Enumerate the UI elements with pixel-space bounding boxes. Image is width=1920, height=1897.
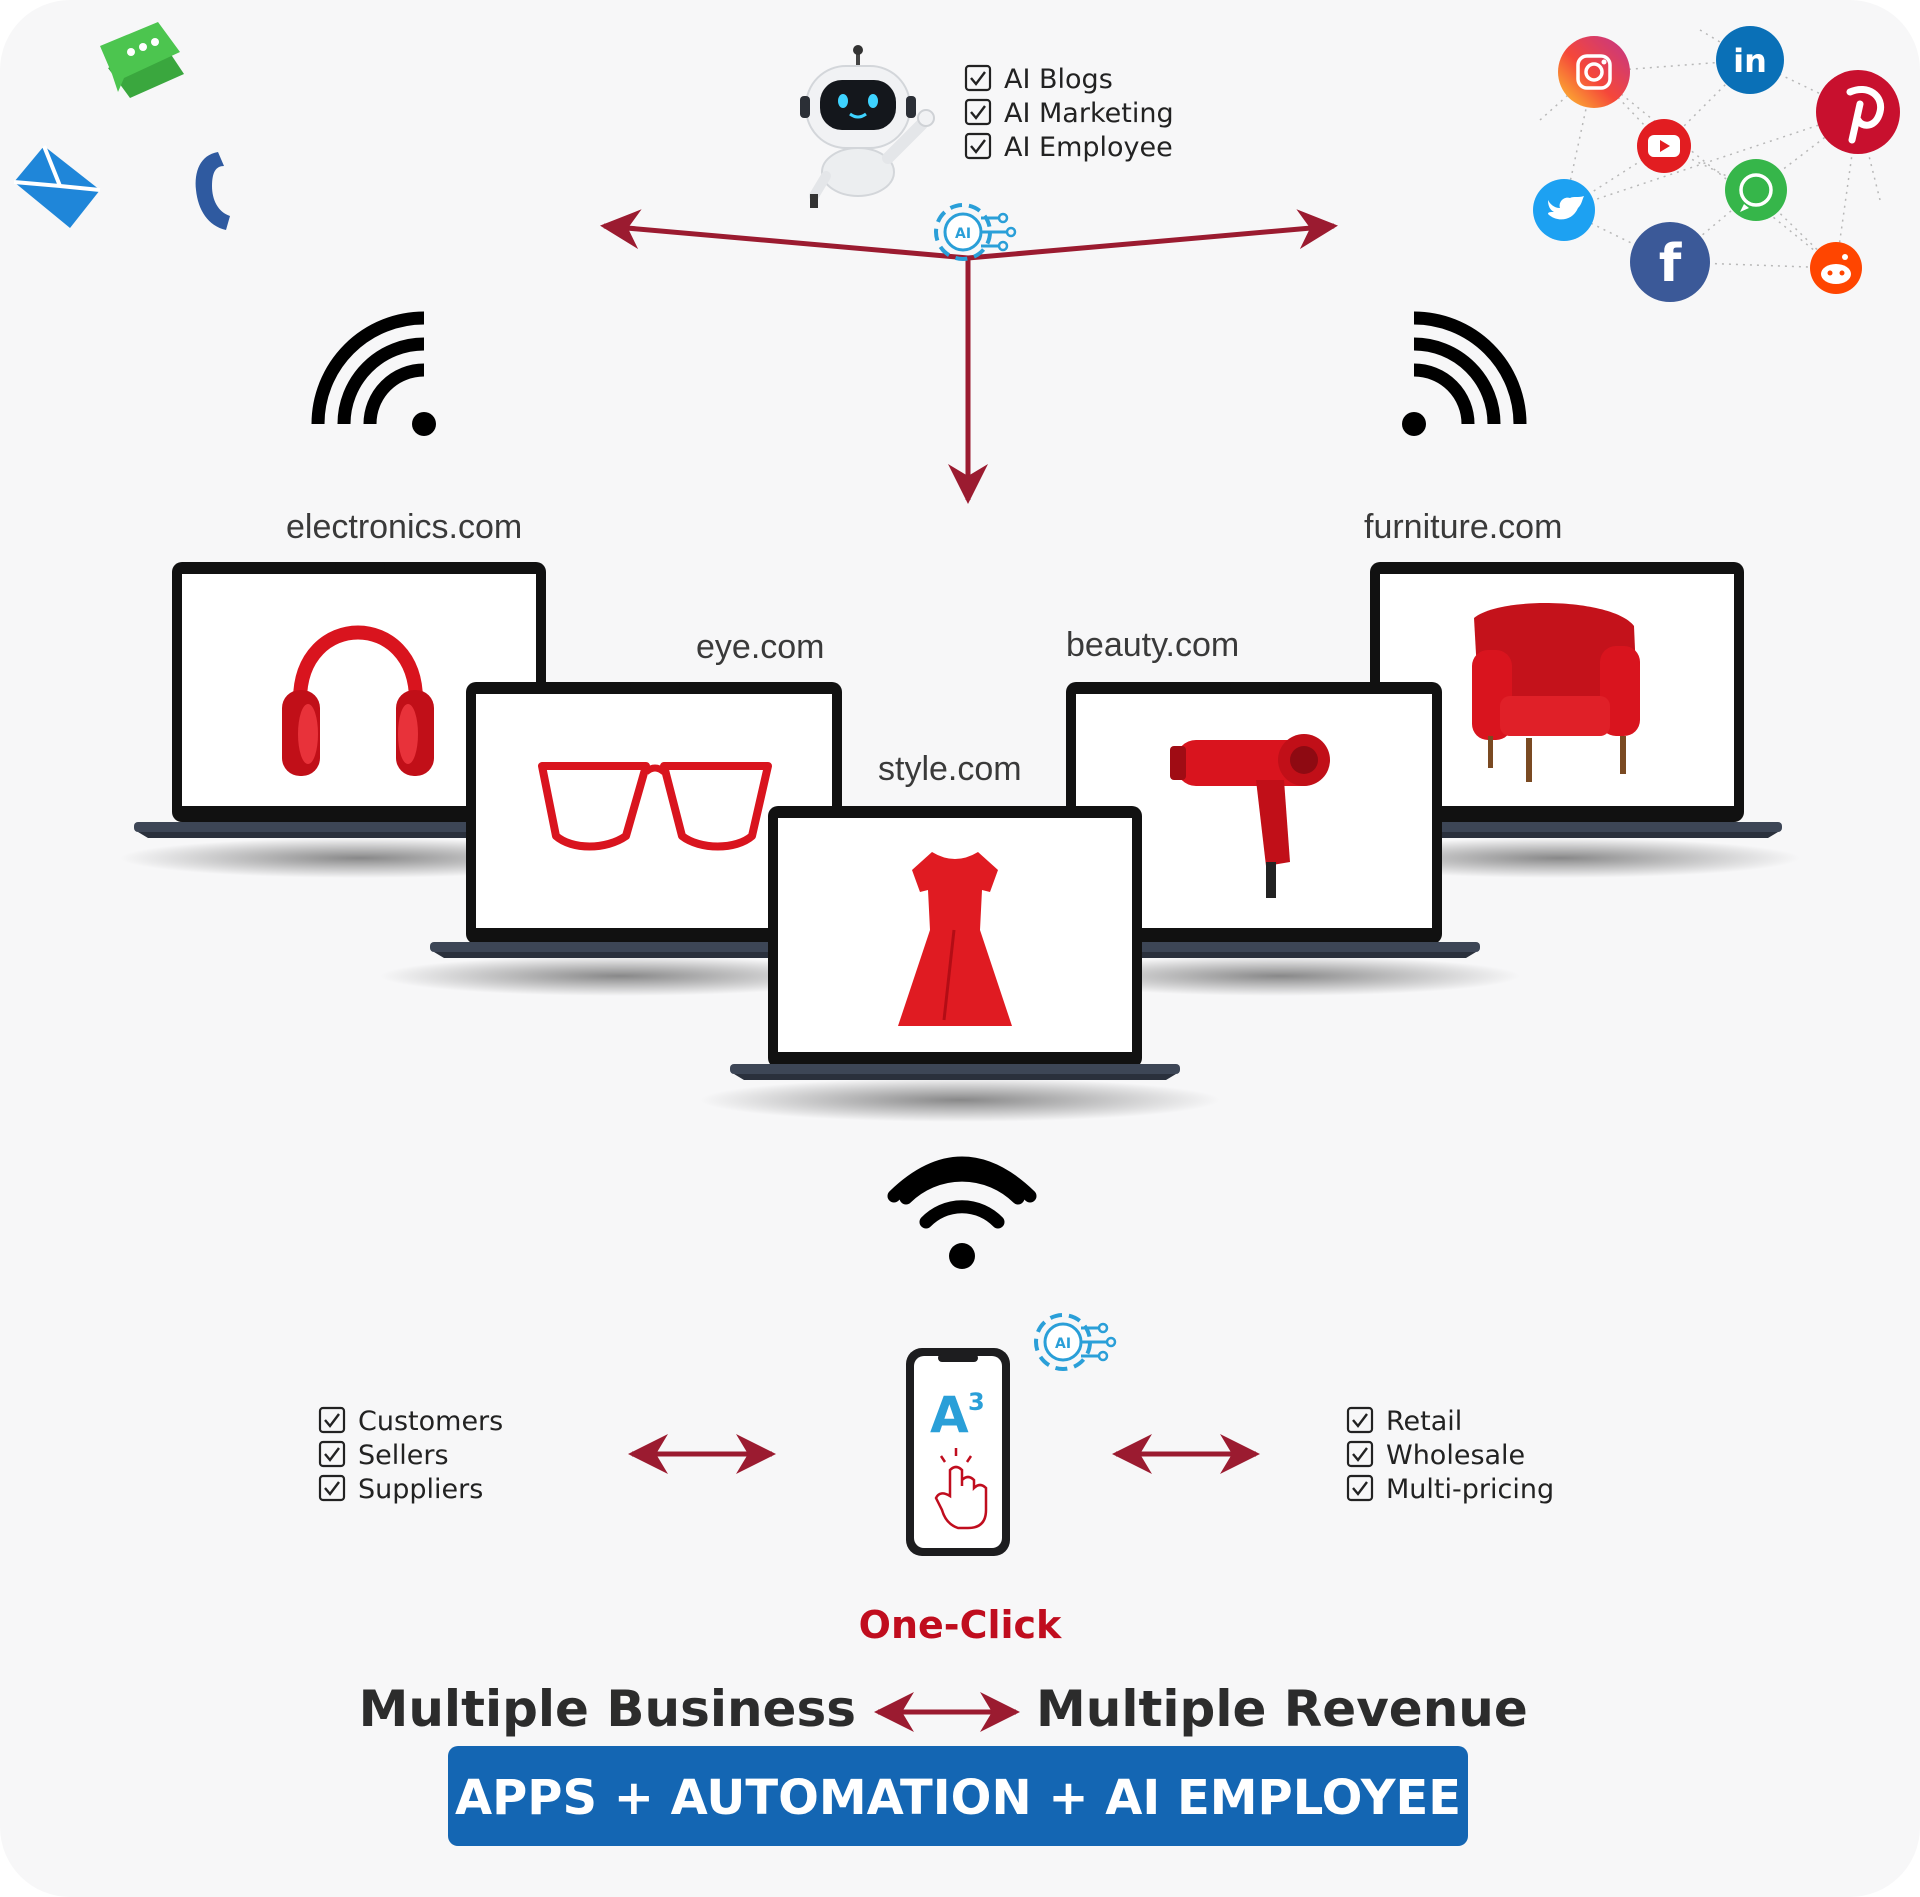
ai-gear-icon: AI [934, 203, 1017, 261]
site-label-eye: eye.com [696, 628, 825, 666]
laptop-eye [380, 682, 880, 996]
instagram-icon [1558, 36, 1630, 108]
left-checklist: Customers Sellers Suppliers [318, 1406, 503, 1505]
social-network: in f [1533, 26, 1900, 302]
eyeglasses-product [538, 762, 772, 851]
reddit-icon [1810, 242, 1862, 294]
mail-icon [13, 145, 101, 228]
site-label-electronics: electronics.com [286, 508, 522, 546]
robot-icon [800, 45, 935, 208]
one-click-label: One-Click [859, 1603, 1062, 1647]
linkedin-icon: in [1716, 26, 1784, 94]
whatsapp-icon [1725, 159, 1787, 221]
app-logo-sup: 3 [968, 1388, 985, 1416]
youtube-icon [1637, 119, 1691, 173]
site-label-style: style.com [878, 750, 1022, 788]
armchair-product [1472, 603, 1640, 782]
phone-icon [195, 152, 230, 230]
wifi-signal-center-icon [887, 1156, 1037, 1269]
headphones-product [282, 625, 434, 776]
chat-bubbles-icon [100, 22, 184, 98]
hair-dryer-product [1170, 734, 1330, 898]
tagline-banner: APPS + AUTOMATION + AI EMPLOYEE [448, 1746, 1468, 1846]
facebook-icon: f [1630, 222, 1710, 302]
app-logo: A [930, 1386, 969, 1444]
svg-text:AI: AI [1055, 1336, 1071, 1352]
svg-text:AI: AI [955, 226, 971, 242]
checklist-item: Suppliers [358, 1474, 483, 1505]
checklist-item: Sellers [358, 1440, 449, 1471]
right-checklist: Retail Wholesale Multi-pricing [1346, 1406, 1554, 1505]
pinterest-icon [1816, 70, 1900, 154]
dress-product [898, 852, 1012, 1026]
tagline-text: APPS + AUTOMATION + AI EMPLOYEE [455, 1770, 1461, 1826]
site-label-furniture: furniture.com [1364, 508, 1562, 546]
checklist-item: Wholesale [1386, 1440, 1525, 1471]
distribution-arrows [600, 209, 1338, 504]
multiple-business-label: Multiple Business [359, 1680, 856, 1738]
checklist-item: AI Employee [1004, 132, 1173, 163]
svg-text:f: f [1659, 234, 1683, 294]
wifi-signal-right-icon [1402, 311, 1527, 436]
checklist-item: AI Marketing [1004, 98, 1174, 129]
checklist-item: Customers [358, 1406, 503, 1437]
laptop-style [700, 806, 1220, 1122]
site-label-beauty: beauty.com [1066, 626, 1239, 664]
multiple-revenue-label: Multiple Revenue [1036, 1680, 1528, 1738]
checklist-item: Retail [1386, 1406, 1462, 1437]
top-checklist: AI Blogs AI Marketing AI Employee [964, 64, 1174, 163]
svg-text:in: in [1733, 42, 1767, 80]
checklist-item: Multi-pricing [1386, 1474, 1554, 1505]
wifi-signal-left-icon [311, 311, 436, 436]
tap-hand-icon[interactable] [934, 1448, 988, 1530]
checklist-item: AI Blogs [1004, 64, 1113, 95]
smartphone-app: A 3 [906, 1348, 1010, 1556]
twitter-icon [1533, 179, 1595, 241]
ai-gear-icon: AI [1034, 1313, 1117, 1371]
laptop-beauty [1030, 682, 1520, 996]
